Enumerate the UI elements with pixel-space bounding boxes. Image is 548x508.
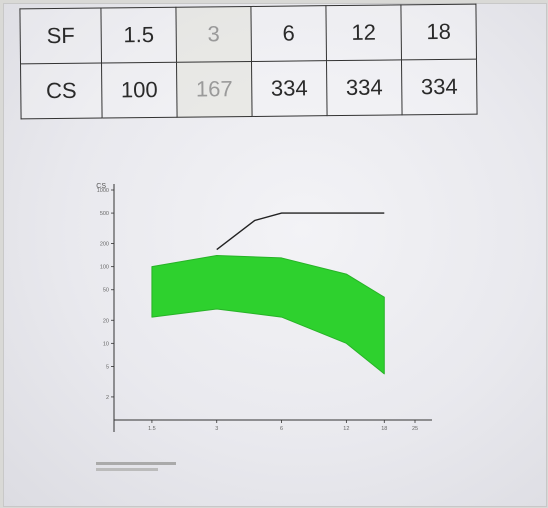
y-axis-label: CS — [96, 183, 106, 190]
table-row: CS 100 167 334 334 334 — [20, 59, 478, 119]
y-tick-label: 2 — [106, 395, 109, 401]
table-cell: 334 — [251, 60, 328, 117]
y-tick-label: 50 — [103, 288, 109, 294]
y-tick-label: 100 — [100, 265, 109, 271]
x-tick-label: 1.5 — [148, 426, 156, 432]
x-tick-label: 25 — [412, 426, 418, 432]
y-tick-label: 5 — [106, 364, 109, 370]
x-tick-label: 3 — [215, 426, 218, 432]
y-tick-label: 1000 — [97, 188, 109, 194]
table-header-cell: SF — [19, 8, 102, 64]
table-cell: 100 — [101, 62, 178, 119]
x-tick-label: 18 — [381, 426, 387, 432]
table-header-cell: CS — [20, 63, 103, 119]
x-tick-label: 6 — [280, 426, 283, 432]
table-cell: 1.5 — [100, 7, 177, 64]
patient-curve — [216, 212, 385, 251]
y-tick-label: 500 — [100, 211, 109, 217]
table-cell: 6 — [250, 5, 327, 62]
y-tick-label: 10 — [103, 341, 109, 347]
table-row: SF 1.5 3 6 12 18 — [19, 4, 477, 64]
normal-range-band — [151, 254, 385, 375]
table-cell: 167 — [176, 61, 253, 118]
photo-background — [3, 3, 547, 507]
table-cell: 334 — [401, 59, 478, 115]
table-cell: 18 — [400, 4, 477, 60]
table-cell: 334 — [326, 59, 403, 116]
y-tick-label: 200 — [100, 242, 109, 248]
chart-footnote-smudge — [96, 462, 176, 471]
contrast-sensitivity-table: SF 1.5 3 6 12 18 CS 100 167 334 334 334 — [19, 4, 478, 120]
table-cell: 12 — [325, 4, 402, 61]
y-tick-label: 20 — [103, 318, 109, 324]
x-tick-label: 12 — [343, 426, 349, 432]
table-cell: 3 — [175, 6, 252, 63]
